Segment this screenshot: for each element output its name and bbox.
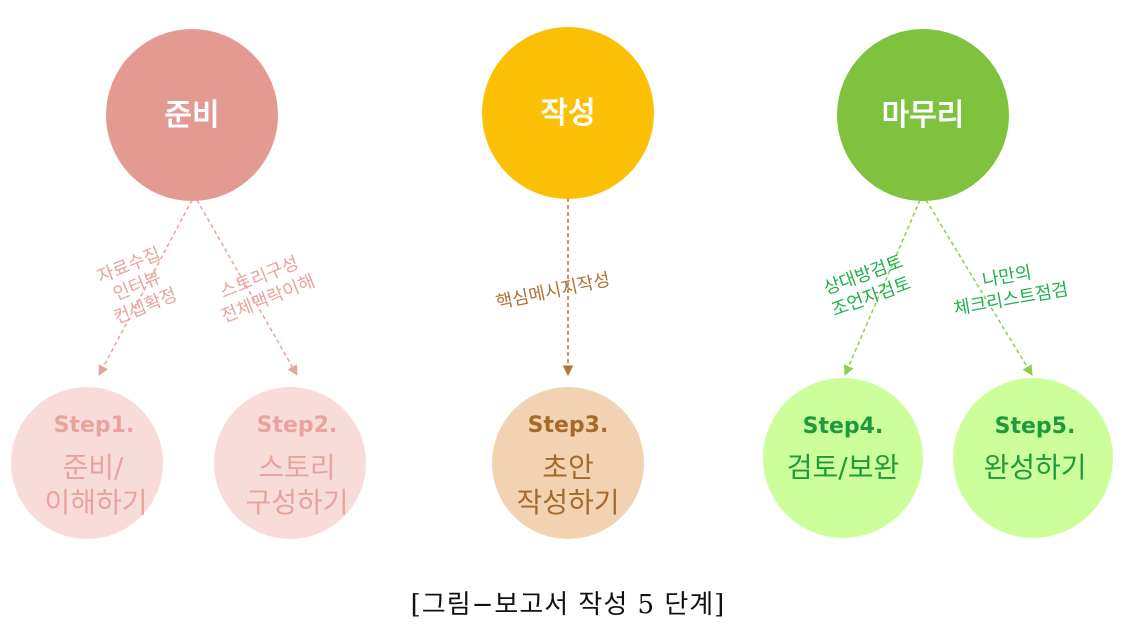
- phase-label: 마무리: [882, 98, 965, 133]
- connector-label-prep-step1: 자료수집 인터뷰 컨셉확정: [94, 244, 180, 329]
- connector-prep-step1: [98, 199, 193, 376]
- step-4: Step4. 검토/보완: [763, 378, 923, 538]
- connector-lines: [98, 198, 1033, 377]
- connector-label-line: 핵심메시지작성: [494, 269, 612, 314]
- step-title: Step2.: [257, 413, 338, 438]
- phase-prep: 준비: [106, 29, 278, 201]
- step-5: Step5. 완성하기: [953, 378, 1113, 538]
- step-line: 구성하기: [245, 486, 348, 519]
- step-circle: [763, 378, 923, 538]
- figure-caption: [그림−보고서 작성 5 단계]: [410, 590, 726, 620]
- step-circle: [214, 387, 366, 539]
- step-line: 초안: [542, 451, 594, 484]
- connector-finish-step5: [925, 199, 1033, 376]
- step-line: 완성하기: [983, 451, 1086, 484]
- step-line: 검토/보완: [787, 451, 899, 484]
- step-title: Step3.: [528, 413, 609, 438]
- step-line: 이해하기: [44, 486, 147, 519]
- phase-write: 작성: [482, 27, 654, 199]
- step-2: Step2. 스토리 구성하기: [214, 387, 366, 539]
- phase-circle: [837, 29, 1009, 201]
- phase-finish: 마무리: [837, 29, 1009, 201]
- step-title: Step4.: [803, 414, 884, 439]
- connector-finish-step4: [843, 199, 921, 376]
- step-1: Step1. 준비/ 이해하기: [11, 387, 163, 539]
- connector-prep-step2: [196, 199, 298, 376]
- step-line: 준비/: [63, 451, 125, 484]
- step-circle: [953, 378, 1113, 538]
- step-circle: [11, 387, 163, 539]
- step-title: Step5.: [995, 414, 1076, 439]
- phase-circle: [482, 27, 654, 199]
- connector-label-write-step3: 핵심메시지작성: [494, 269, 612, 314]
- step-line: 스토리: [258, 451, 335, 484]
- phase-label: 작성: [540, 96, 595, 131]
- step-3: Step3. 초안 작성하기: [492, 387, 644, 539]
- step-title: Step1.: [54, 413, 135, 438]
- phase-circle: [106, 29, 278, 201]
- connector-label-finish-step4: 상대방검토 조언자검토: [821, 251, 914, 321]
- phase-label: 준비: [164, 98, 219, 133]
- step-line: 작성하기: [516, 486, 619, 519]
- step-circle: [492, 387, 644, 539]
